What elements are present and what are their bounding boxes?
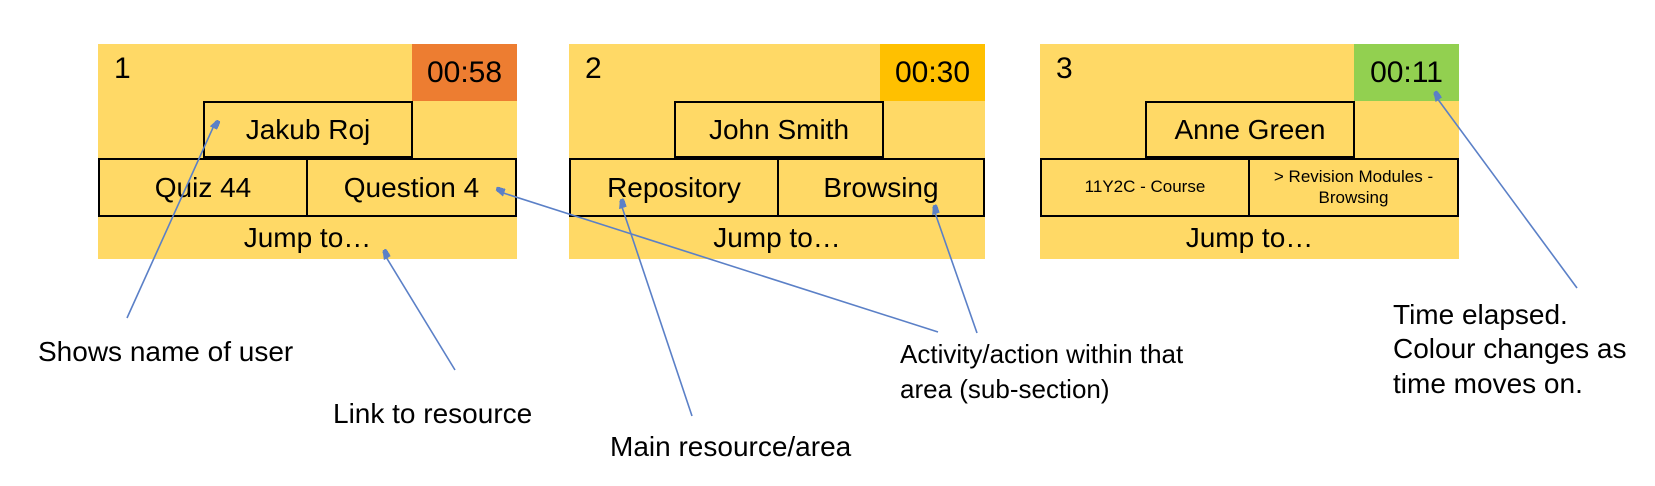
- activity-card-3: 3 00:11 Anne Green 11Y2C - Course > Revi…: [1040, 44, 1459, 259]
- label-time-elapsed: Time elapsed. Colour changes as time mov…: [1393, 299, 1627, 399]
- activity-card-1: 1 00:58 Jakub Roj Quiz 44 Question 4 Jum…: [98, 44, 517, 259]
- elapsed-time-badge: 00:11: [1354, 44, 1459, 101]
- arrow-to-jump-link: [383, 252, 456, 371]
- jump-to-link[interactable]: Jump to…: [713, 222, 841, 253]
- activity-card-2: 2 00:30 John Smith Repository Browsing J…: [569, 44, 985, 259]
- card-number: 2: [585, 52, 602, 85]
- user-name-box: Anne Green: [1145, 101, 1355, 158]
- label-activity-action: Activity/action within that area (sub-se…: [900, 339, 1184, 404]
- label-shows-name: Shows name of user: [38, 336, 294, 367]
- user-name-box: John Smith: [674, 101, 884, 158]
- resource-row: Repository Browsing: [569, 158, 985, 217]
- activity-cell[interactable]: Browsing: [823, 171, 939, 203]
- user-name-box: Jakub Roj: [203, 101, 413, 158]
- main-resource-cell[interactable]: 11Y2C - Course: [1042, 160, 1250, 215]
- resource-row: 11Y2C - Course > Revision Modules - Brow…: [1040, 158, 1459, 217]
- card-number: 1: [114, 52, 131, 85]
- jump-to-link[interactable]: Jump to…: [243, 222, 372, 253]
- elapsed-time-badge: 00:58: [412, 44, 517, 101]
- card-number: 3: [1056, 52, 1073, 85]
- elapsed-time-badge: 00:30: [880, 44, 985, 101]
- jump-to-link[interactable]: Jump to…: [1185, 222, 1314, 253]
- activity-cell[interactable]: > Revision Modules - Browsing: [1273, 167, 1434, 207]
- activity-cell[interactable]: Question 4: [343, 171, 480, 203]
- label-link-to-resource: Link to resource: [333, 398, 533, 429]
- main-resource-cell[interactable]: Quiz 44: [100, 160, 308, 215]
- main-resource-cell[interactable]: Repository: [571, 160, 779, 215]
- label-main-resource: Main resource/area: [610, 431, 852, 462]
- resource-row: Quiz 44 Question 4: [98, 158, 517, 217]
